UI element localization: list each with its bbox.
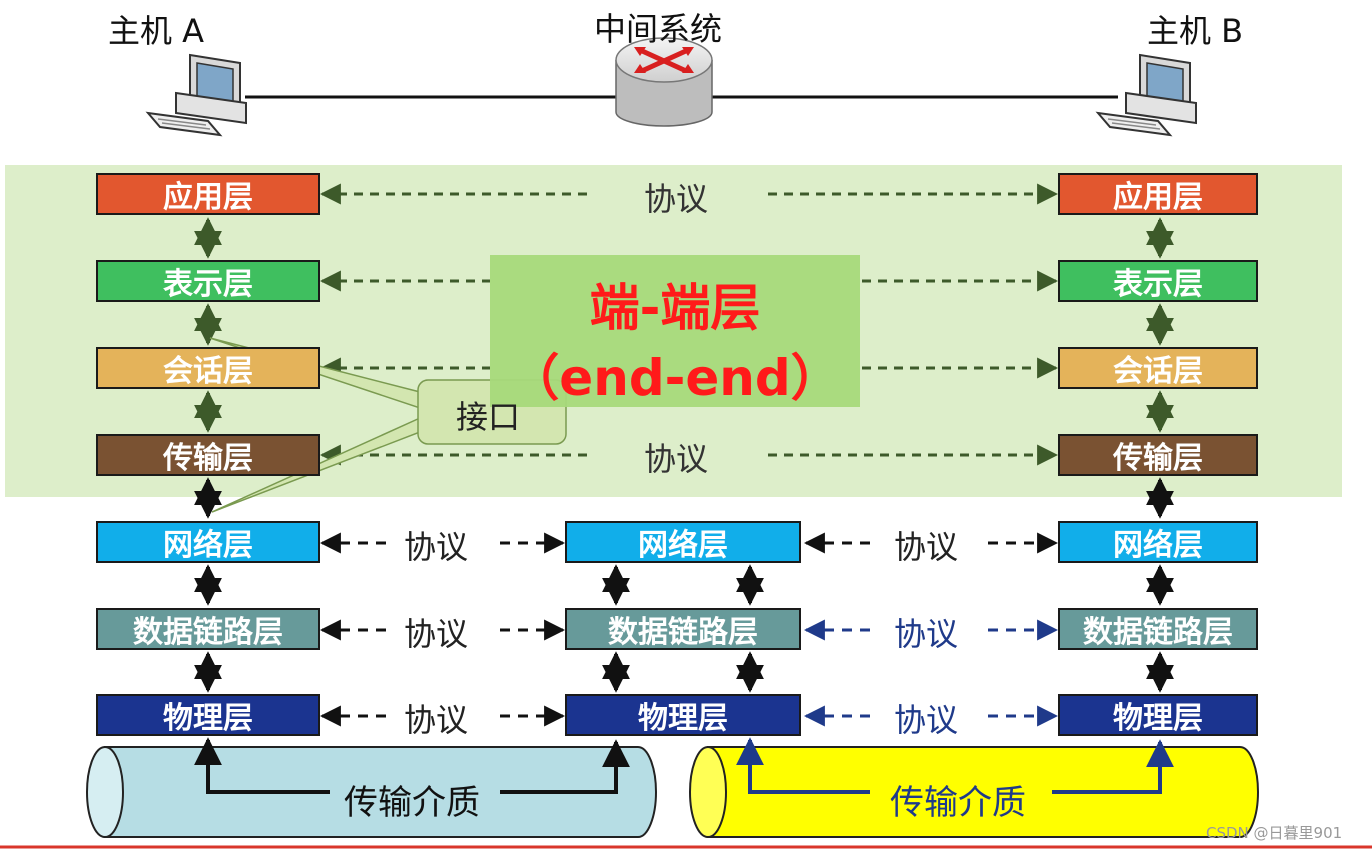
host-b-transport-layer: 传输层 <box>1058 434 1258 476</box>
medium-label-left: 传输介质 <box>344 783 480 823</box>
protocol-label-datalink-left: 协议 <box>404 615 469 653</box>
host-a-application-layer: 应用层 <box>96 173 320 215</box>
protocol-label-physical-left: 协议 <box>404 701 469 739</box>
router-icon <box>615 37 713 127</box>
middle-network-layer: 网络层 <box>565 521 801 563</box>
interface-label: 接口 <box>456 398 521 436</box>
middle-system-title: 中间系统 <box>594 10 723 48</box>
host-b-datalink-layer: 数据链路层 <box>1058 608 1258 650</box>
computer-icon-host-a <box>145 53 247 137</box>
medium-label-right: 传输介质 <box>890 783 1026 823</box>
protocol-arrows-lower <box>319 532 1059 727</box>
host-a-title: 主机 A <box>108 12 205 50</box>
computer-icon-host-b <box>1095 53 1197 137</box>
watermark: CSDN @日暮里901 <box>1206 824 1343 842</box>
end-to-end-title: 端-端层 <box>589 279 761 337</box>
host-b-network-layer: 网络层 <box>1058 521 1258 563</box>
end-to-end-box <box>490 255 860 407</box>
protocol-label-datalink-right: 协议 <box>894 615 959 653</box>
middle-datalink-layer: 数据链路层 <box>565 608 801 650</box>
host-a-network-layer: 网络层 <box>96 521 320 563</box>
protocol-label-physical-right: 协议 <box>894 701 959 739</box>
host-b-application-layer: 应用层 <box>1058 173 1258 215</box>
medium-cylinder-left <box>86 746 657 838</box>
vertical-arrows-middle <box>602 564 764 693</box>
host-a-presentation-layer: 表示层 <box>96 260 320 302</box>
end-to-end-subtitle: （end-end） <box>509 349 841 407</box>
host-b-title: 主机 B <box>1147 12 1244 50</box>
host-a-physical-layer: 物理层 <box>96 694 320 736</box>
host-a-session-layer: 会话层 <box>96 347 320 389</box>
host-a-datalink-layer: 数据链路层 <box>96 608 320 650</box>
host-a-transport-layer: 传输层 <box>96 434 320 476</box>
medium-cylinder-right <box>689 746 1259 838</box>
middle-physical-layer: 物理层 <box>565 694 801 736</box>
protocol-label-transport: 协议 <box>644 440 709 478</box>
protocol-label-application: 协议 <box>644 180 709 218</box>
host-b-presentation-layer: 表示层 <box>1058 260 1258 302</box>
protocol-label-network-left: 协议 <box>404 528 469 566</box>
host-b-physical-layer: 物理层 <box>1058 694 1258 736</box>
host-b-session-layer: 会话层 <box>1058 347 1258 389</box>
protocol-label-network-right: 协议 <box>894 528 959 566</box>
protocol-arrows-upper <box>319 183 1059 466</box>
